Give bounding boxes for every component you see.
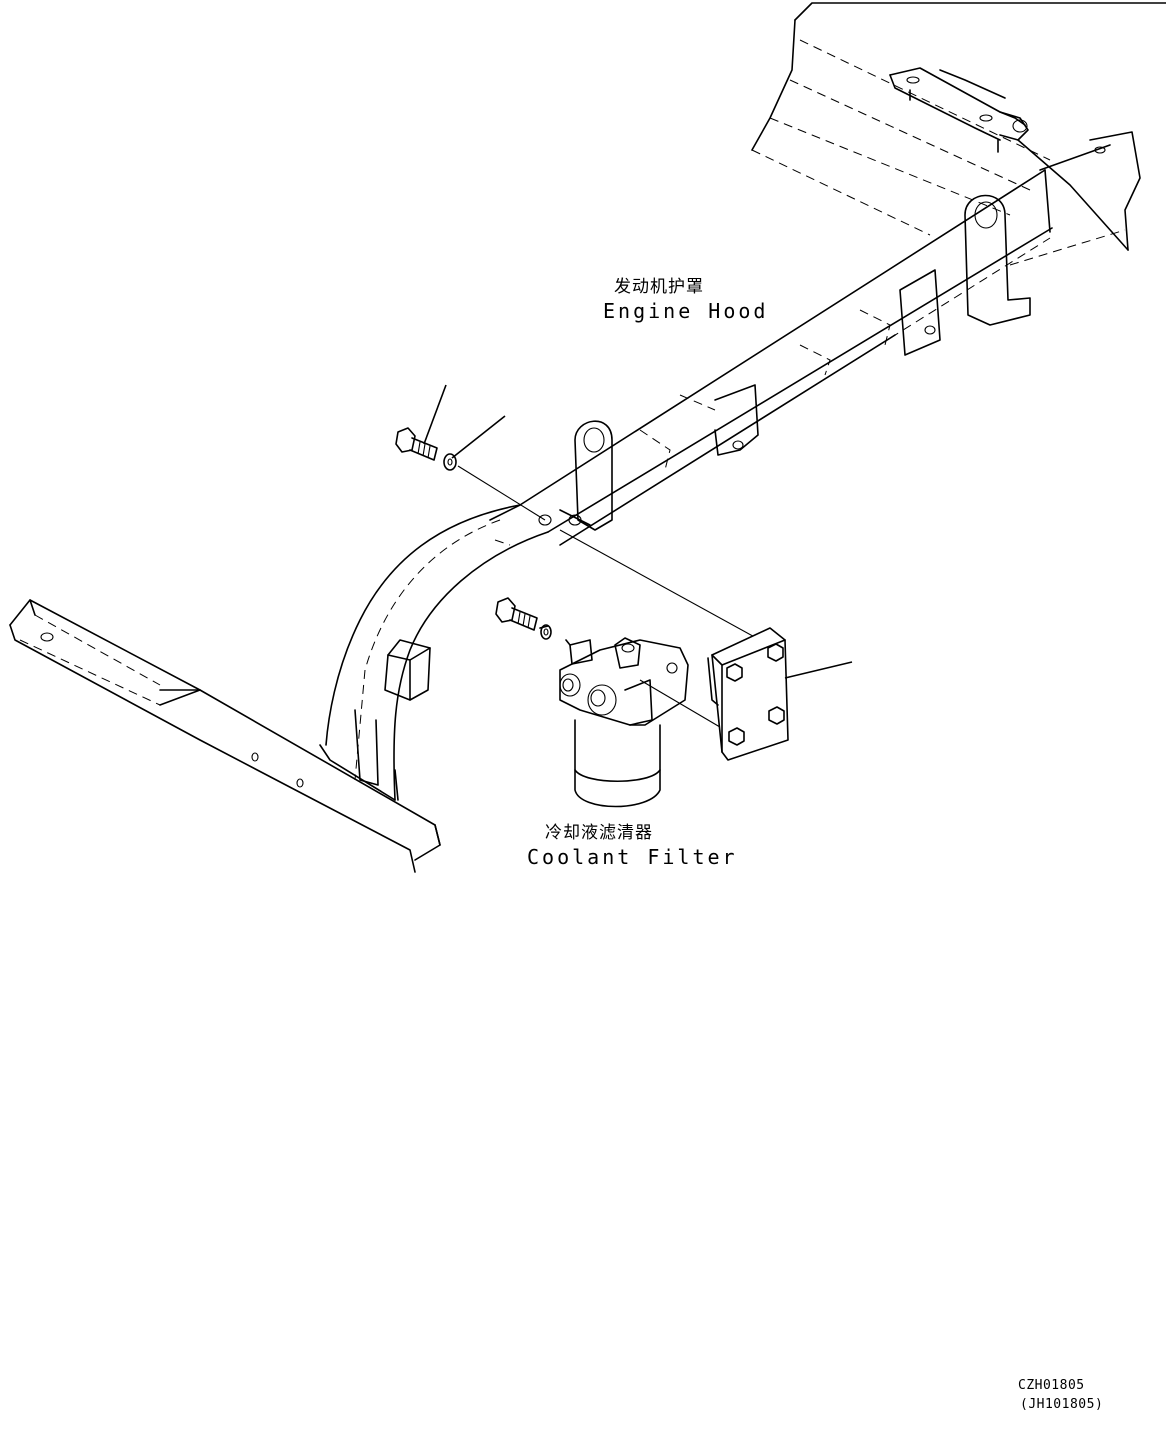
assembly-line-2 (559, 529, 761, 641)
coolant-filter (495, 597, 726, 808)
hood-washer (443, 415, 506, 471)
hood-bolt (395, 384, 447, 461)
coolant-filter-label-en: Coolant Filter (527, 845, 738, 869)
assembly-line-1 (457, 465, 546, 521)
drawing-code: CZH01805 (1018, 1378, 1085, 1393)
engine-hood-frame (751, 2, 1166, 266)
frame-beam (325, 169, 1053, 801)
drawing-code-secondary: (JH101805) (1020, 1397, 1104, 1412)
engine-hood-label-cn: 发动机护罩 (614, 277, 704, 297)
engine-hood-label-en: Engine Hood (603, 299, 769, 323)
mounting-plate (707, 627, 853, 761)
lower-frame-rail (9, 599, 441, 873)
coolant-filter-label-cn: 冷却液滤清器 (545, 823, 653, 843)
